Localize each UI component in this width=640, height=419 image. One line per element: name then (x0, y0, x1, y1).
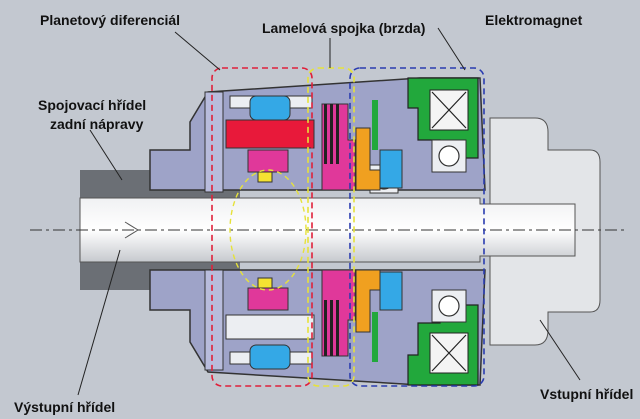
output-shaft (30, 197, 625, 263)
electromagnet-box (349, 67, 485, 387)
label-planetary-differential: Planetový diferenciál (40, 12, 180, 28)
planetary-differential-box (211, 67, 313, 387)
leader-lines (77, 27, 581, 396)
electromagnet-leader (437, 27, 466, 71)
shaft-leader (89, 129, 123, 181)
clutch-highlight-ring (229, 169, 307, 291)
clutch-box (307, 67, 355, 387)
label-connecting-shaft-line2: zadní nápravy (50, 116, 144, 132)
label-output-shaft: Výstupní hřídel (14, 399, 115, 415)
clutch-plates (321, 100, 403, 362)
planetary-leader (174, 31, 221, 71)
label-multi-plate-clutch: Lamelová spojka (brzda) (262, 20, 425, 36)
planetary-gears (225, 95, 315, 370)
label-connecting-shaft-line1: Spojovací hřídel (38, 97, 146, 113)
label-input-shaft: Vstupní hřídel (540, 386, 633, 402)
output-shaft-leader (77, 249, 121, 396)
input-shaft-leader (539, 319, 581, 381)
label-electromagnet: Elektromagnet (485, 12, 583, 28)
electromagnet-coils (407, 77, 479, 386)
